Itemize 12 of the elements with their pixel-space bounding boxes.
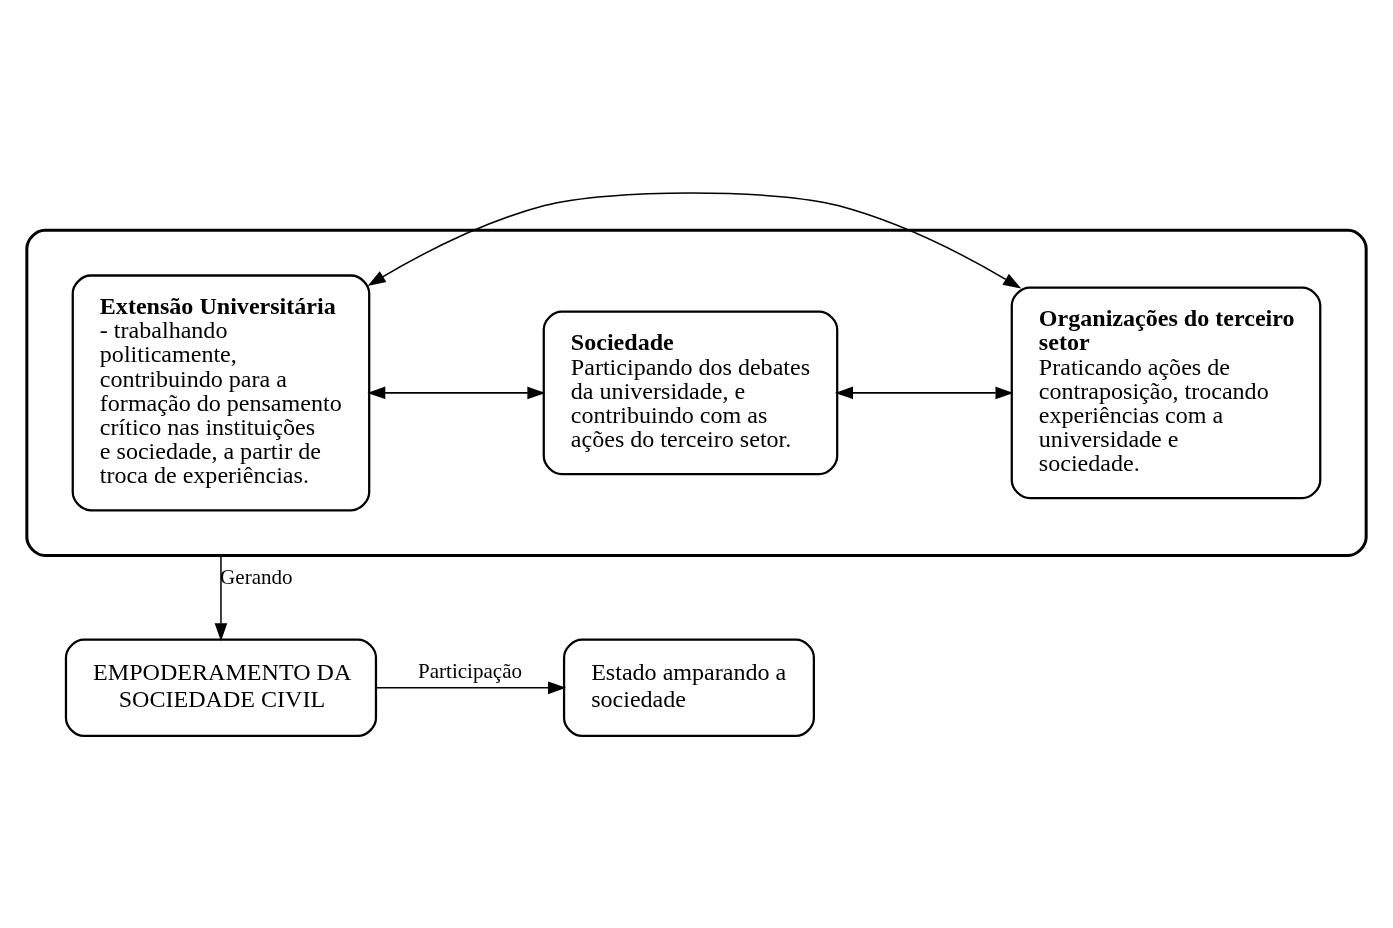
- edge-label: Participação: [418, 658, 523, 683]
- node-box: Sociedade Participando dos debates da universidade, e contribuindo com as ações do terceiro setor.: [542, 310, 839, 475]
- arrow: [375, 681, 567, 694]
- cluster: [25, 228, 1368, 557]
- arrow: [367, 386, 546, 399]
- node-box: EMPODERAMENTO DA SOCIEDADE CIVIL: [64, 638, 378, 737]
- arrow: [367, 191, 1022, 289]
- arrow: [834, 386, 1014, 399]
- node-box: Estado amparando a sociedade: [562, 638, 815, 737]
- arrow: [214, 554, 228, 641]
- node-box: Organizações do terceiro setor Praticando ações de contraposição, trocando experiências com a universidade e sociedade.: [1010, 285, 1322, 499]
- node-box: Extensão Universitária - trabalhando politicamente, contribuindo para a formação do pensamento crítico nas instituições e sociedade, a partir de troca de experiências.: [71, 273, 371, 511]
